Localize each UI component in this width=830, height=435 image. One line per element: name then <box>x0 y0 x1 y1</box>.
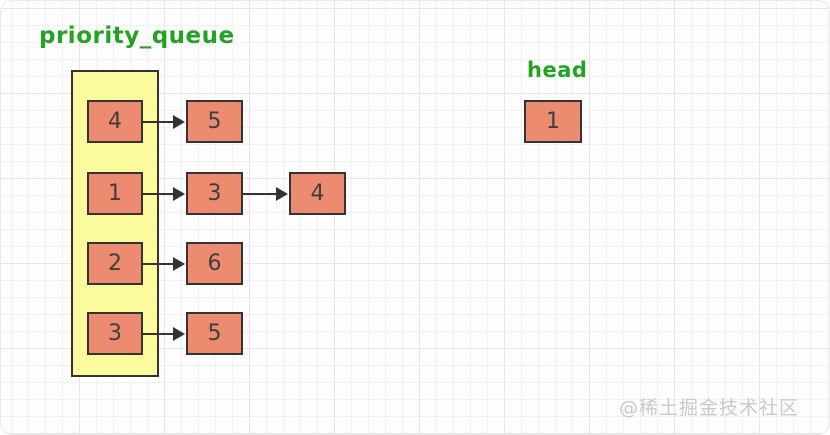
arrow-stem <box>143 263 173 265</box>
arrow-right-icon <box>143 257 185 271</box>
chain-node: 5 <box>186 312 243 355</box>
head-node: 1 <box>524 100 582 143</box>
arrow-right-icon <box>143 115 185 129</box>
arrow-right-icon <box>143 187 185 201</box>
arrow-stem <box>143 193 173 195</box>
arrow-stem <box>143 121 173 123</box>
queue-node: 3 <box>87 312 143 355</box>
arrow-tip <box>276 187 288 201</box>
arrow-right-icon <box>243 187 288 201</box>
queue-node: 4 <box>87 100 143 143</box>
chain-node: 4 <box>289 172 346 215</box>
chain-node: 3 <box>186 172 243 215</box>
arrow-stem <box>243 193 276 195</box>
chain-node: 5 <box>186 100 243 143</box>
arrow-tip <box>173 327 185 341</box>
queue-node: 1 <box>87 172 143 215</box>
arrow-tip <box>173 257 185 271</box>
chain-node: 6 <box>186 242 243 285</box>
head-label: head <box>527 58 588 82</box>
arrow-tip <box>173 187 185 201</box>
arrow-stem <box>143 333 173 335</box>
priority-queue-title: priority_queue <box>39 23 235 49</box>
queue-node: 2 <box>87 242 143 285</box>
arrow-tip <box>173 115 185 129</box>
watermark: @稀土掘金技术社区 <box>618 397 799 419</box>
arrow-right-icon <box>143 327 185 341</box>
